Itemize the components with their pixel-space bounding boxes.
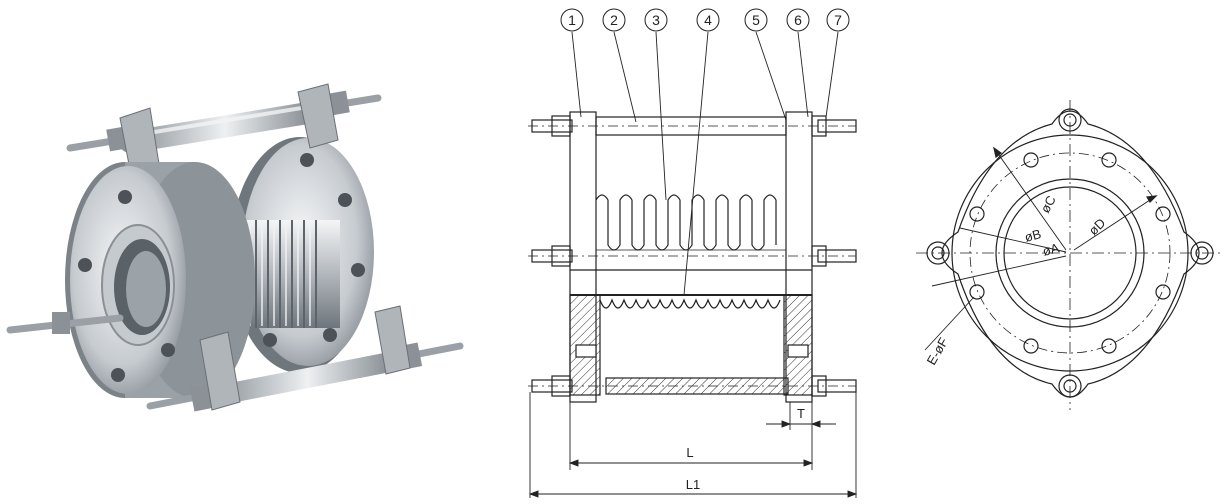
callout-3: 3: [644, 8, 668, 32]
callout-2: 2: [602, 8, 626, 32]
dim-overall-length-label: L1: [686, 477, 700, 492]
callout-7: 7: [826, 8, 850, 32]
callout-5: 5: [744, 8, 768, 32]
bottom-tie-rods: [6, 305, 464, 412]
lugs: [569, 111, 813, 403]
dim-thickness-label: T: [797, 406, 805, 421]
callout-4: 4: [696, 8, 720, 32]
product-photo: [6, 83, 464, 412]
callouts: 1 2 3 4 5 6 7: [560, 8, 850, 32]
label-dia-b: øB: [1023, 226, 1043, 245]
callout-number: 4: [704, 12, 712, 28]
label-dia-a: øA: [1041, 240, 1061, 259]
label-dia-c: øC: [1037, 193, 1058, 215]
flange-front-view: [916, 100, 1224, 410]
label-dia-d: øD: [1086, 215, 1109, 238]
dim-length-label: L: [686, 445, 693, 460]
callout-number: 2: [610, 12, 618, 28]
label-holes: E-øF: [924, 335, 951, 368]
callout-number: 7: [834, 12, 842, 28]
callout-leaders: [571, 31, 839, 296]
callout-number: 1: [568, 12, 576, 28]
top-tie-rod: [66, 83, 382, 181]
callout-6: 6: [786, 8, 810, 32]
callout-number: 3: [652, 12, 660, 28]
lower-section: [569, 294, 813, 396]
side-section-drawing: [528, 31, 858, 498]
callout-1: 1: [560, 8, 584, 32]
front-flange: [65, 162, 255, 398]
dimension-lines: [528, 392, 858, 498]
callout-number: 5: [752, 12, 760, 28]
callout-number: 6: [794, 12, 802, 28]
upper-bellows: [595, 194, 786, 251]
